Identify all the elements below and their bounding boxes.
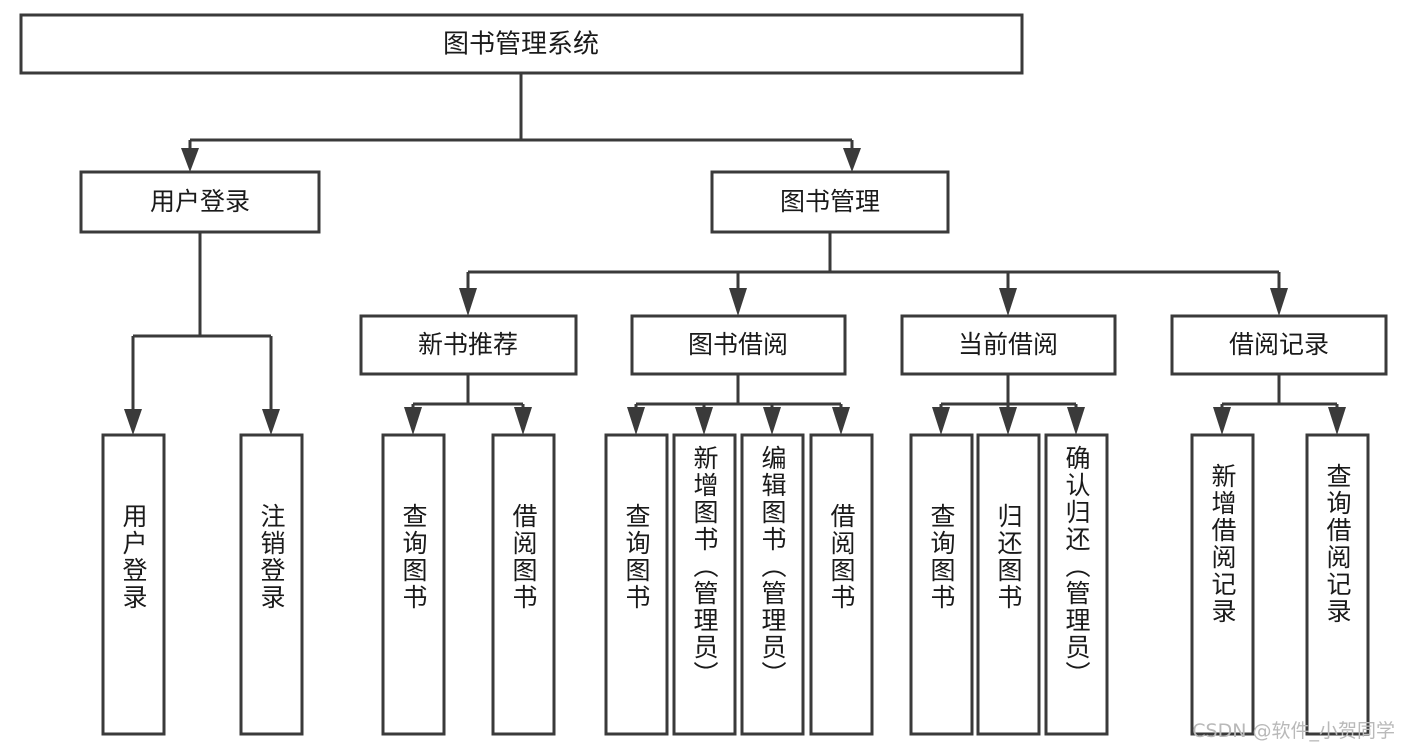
node-borrow-record-label: 借阅记录 — [1229, 330, 1329, 359]
arrowhead-leaf-query-borrow-record — [1328, 407, 1346, 435]
node-leaf-query-borrow-record-box[interactable] — [1305, 433, 1370, 736]
node-root-box[interactable] — [19, 13, 1024, 75]
node-user-login-box[interactable] — [79, 170, 321, 234]
arrowhead-leaf-return-book — [999, 407, 1017, 435]
node-leaf-add-book-admin-box[interactable] — [672, 433, 737, 736]
node-book-management-label: 图书管理 — [780, 187, 880, 216]
arrowhead-leaf-query-book-2 — [627, 407, 645, 435]
node-leaf-return-book-box[interactable] — [976, 433, 1041, 736]
connector-layer — [124, 74, 1346, 435]
arrowhead-leaf-edit-book-admin — [763, 407, 781, 435]
node-leaf-query-book-1-box[interactable] — [381, 433, 446, 736]
node-leaf-borrow-book-2-box[interactable] — [809, 433, 874, 736]
arrowhead-book-borrow — [729, 288, 747, 316]
arrowhead-leaf-query-book-1 — [404, 407, 422, 435]
arrowhead-leaf-borrow-book-1 — [514, 407, 532, 435]
arrowhead-leaf-query-book-3 — [932, 407, 950, 435]
arrowhead-book-management — [843, 148, 861, 172]
arrowhead-leaf-add-book-admin — [695, 407, 713, 435]
node-leaf-add-borrow-record-box[interactable] — [1190, 433, 1255, 736]
arrowhead-new-book-recommend — [459, 288, 477, 316]
arrowhead-leaf-confirm-return-admin — [1067, 407, 1085, 435]
node-book-management-box[interactable] — [710, 170, 950, 234]
node-borrow-record-box[interactable] — [1170, 314, 1388, 376]
arrowhead-borrow-record — [1270, 288, 1288, 316]
node-book-borrow-label: 图书借阅 — [688, 330, 788, 359]
node-leaf-query-book-2-box[interactable] — [604, 433, 669, 736]
node-leaf-edit-book-admin-box[interactable] — [740, 433, 805, 736]
node-leaf-user-login-box[interactable] — [101, 433, 166, 736]
node-current-borrow-label: 当前借阅 — [958, 330, 1058, 359]
node-user-login-label: 用户登录 — [150, 187, 250, 216]
arrowhead-leaf-logout-login — [262, 409, 280, 435]
node-current-borrow-box[interactable] — [900, 314, 1117, 376]
arrowhead-leaf-user-login — [124, 409, 142, 435]
arrowhead-user-login — [181, 148, 199, 172]
node-book-borrow-box[interactable] — [630, 314, 847, 376]
arrowhead-leaf-borrow-book-2 — [832, 407, 850, 435]
node-new-book-recommend-label: 新书推荐 — [418, 330, 518, 359]
node-new-book-recommend-box[interactable] — [359, 314, 578, 376]
node-leaf-borrow-book-1-box[interactable] — [491, 433, 556, 736]
node-leaf-query-book-3-box[interactable] — [909, 433, 974, 736]
node-leaf-logout-login-box[interactable] — [239, 433, 304, 736]
arrowhead-current-borrow — [999, 288, 1017, 316]
node-root-label: 图书管理系统 — [443, 30, 599, 60]
node-layer: 图书管理系统 用户登录 图书管理 新书推荐 图书借阅 当前借阅 借阅记录 — [19, 13, 1388, 736]
node-leaf-confirm-return-admin-box[interactable] — [1044, 433, 1109, 736]
arrowhead-leaf-add-borrow-record — [1213, 407, 1231, 435]
